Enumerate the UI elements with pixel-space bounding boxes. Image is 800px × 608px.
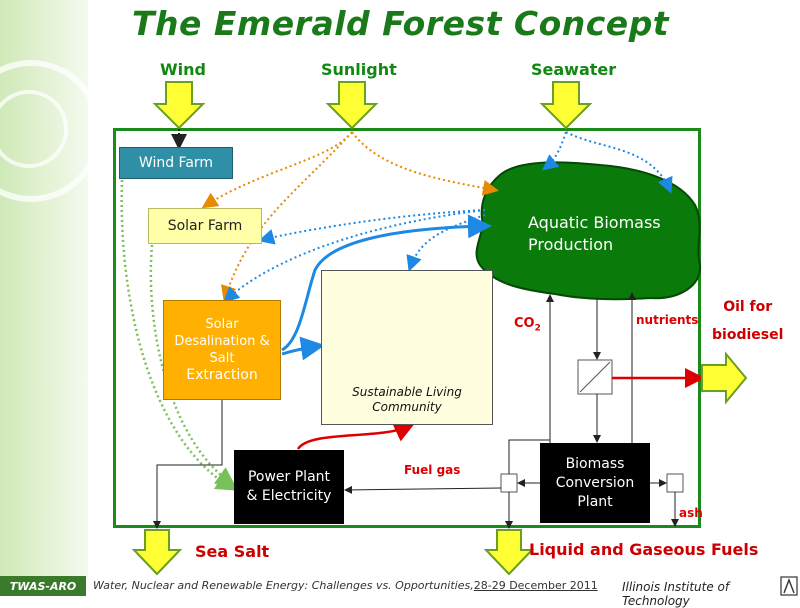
desal-to-community-arrow xyxy=(281,336,325,361)
desal-to-biomass-arrow xyxy=(281,214,492,352)
sun-to-desal-arrow xyxy=(221,131,353,302)
desal-line-4: Extraction xyxy=(186,367,258,383)
desal-line-2: Desalination & xyxy=(174,334,270,349)
sun-to-biomass-arrow xyxy=(351,131,499,196)
ash-label: ash xyxy=(679,506,703,520)
fuels-output-arrow xyxy=(483,529,535,576)
desalination-box: Solar Desalination & Salt Extraction xyxy=(163,300,281,400)
wind-farm-box: Wind Farm xyxy=(119,147,233,179)
seawater-to-solar-farm-arrow xyxy=(258,209,486,245)
desal-line-3: Salt xyxy=(209,351,235,366)
community-label-line-2: Community xyxy=(372,400,442,414)
fuelgas-to-power-arrow xyxy=(344,485,502,494)
power-plant-line-1: Power Plant xyxy=(247,469,331,485)
desal-line-1: Solar xyxy=(205,317,239,332)
nutrients-label: nutrients xyxy=(636,313,699,327)
power-to-community-arrow xyxy=(296,423,415,450)
decorative-ring xyxy=(0,90,68,168)
input-seawater-label: Seawater xyxy=(531,60,617,79)
community-label-line-1: Sustainable Living xyxy=(352,385,462,399)
page-title: The Emerald Forest Concept xyxy=(132,4,670,43)
co2-subscript: 2 xyxy=(534,323,541,334)
seawater-to-biomass-top-arrow xyxy=(565,131,673,194)
footer-text: Water, Nuclear and Renewable Energy: Cha… xyxy=(93,579,598,592)
institute-name: Illinois Institute of Technology xyxy=(622,580,730,608)
ash-splitter xyxy=(666,473,684,493)
decorative-ring xyxy=(0,60,102,202)
input-wind-label: Wind xyxy=(160,60,206,79)
sea-salt-label: Sea Salt xyxy=(195,542,270,561)
seawater-input-arrow xyxy=(539,81,593,130)
power-plant-line-2: & Electricity xyxy=(246,488,332,504)
biomass-to-community-arrow xyxy=(406,214,486,272)
oil-output-label: Oil for biodiesel xyxy=(712,293,783,349)
bio-plant-line-1: Biomass xyxy=(565,455,625,472)
seawater-to-desal-arrow xyxy=(223,209,486,303)
footer-date: 28-29 December 2011 xyxy=(473,579,598,592)
system-boundary xyxy=(113,128,701,528)
fuels-output-label: Liquid and Gaseous Fuels xyxy=(529,540,759,559)
power-plant-box: Power Plant & Electricity xyxy=(234,450,344,524)
co2-label: CO2 xyxy=(514,316,541,334)
sidebar-decoration xyxy=(0,0,102,578)
institute-logo-icon xyxy=(780,576,798,596)
fuel-gas-splitter xyxy=(500,473,518,493)
biomass-label-line-2: Production xyxy=(528,235,614,254)
aquatic-biomass-blob xyxy=(475,161,702,301)
separator-diagonal xyxy=(579,361,611,393)
fuelgas-splitter-to-co2 xyxy=(508,439,550,474)
bio-plant-line-3: Plant xyxy=(577,493,613,510)
footer-event: Water, Nuclear and Renewable Energy: Cha… xyxy=(93,579,474,592)
sun-to-solar-farm-arrow xyxy=(201,131,353,209)
biomass-label: Aquatic Biomass Production xyxy=(528,212,661,256)
oil-line-2: biodiesel xyxy=(712,327,784,343)
input-sunlight-label: Sunlight xyxy=(321,60,397,79)
solar-farm-box: Solar Farm xyxy=(148,208,262,244)
biomass-conversion-box: Biomass Conversion Plant xyxy=(540,443,650,523)
co2-text: CO xyxy=(514,316,535,331)
desal-to-seasalt-line xyxy=(153,400,223,529)
org-badge: TWAS-ARO xyxy=(0,576,86,596)
oil-line-1: Oil for xyxy=(723,299,773,315)
community-label: Sustainable Living Community xyxy=(322,385,492,415)
sunlight-input-arrow xyxy=(325,81,379,130)
fuel-gas-label: Fuel gas xyxy=(404,463,461,477)
oil-output-arrow xyxy=(701,351,748,405)
biomass-label-line-1: Aquatic Biomass xyxy=(528,213,661,232)
bio-plant-line-2: Conversion xyxy=(555,474,635,491)
wind-input-arrow xyxy=(152,81,206,130)
community-box: Sustainable Living Community xyxy=(321,270,493,425)
seasalt-output-arrow xyxy=(131,529,183,576)
